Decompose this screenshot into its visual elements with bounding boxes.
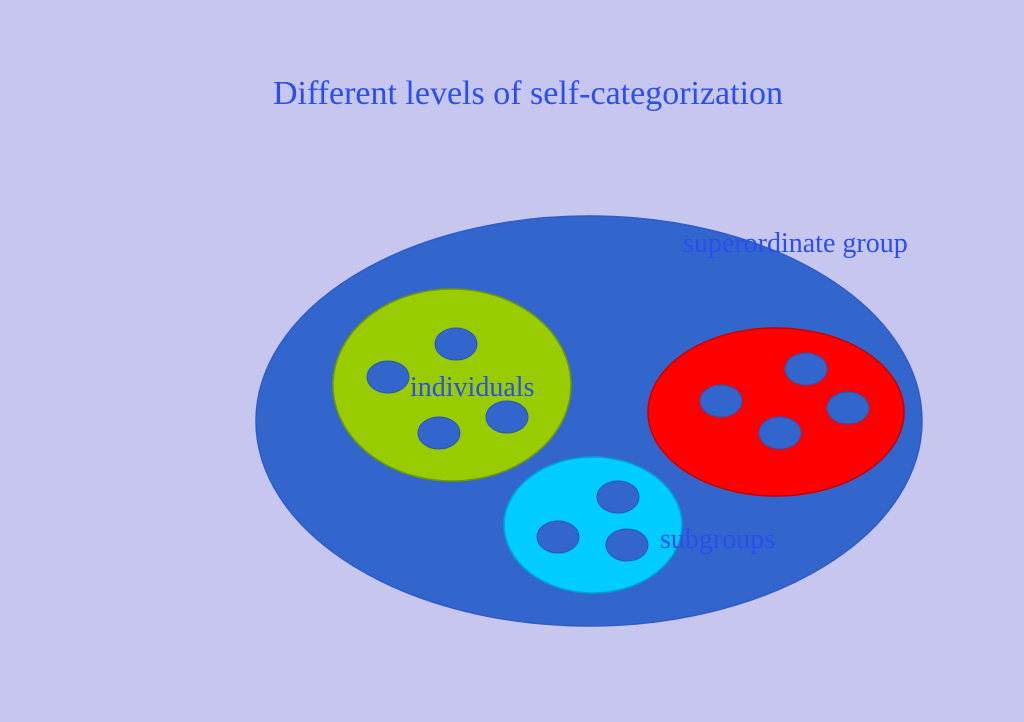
individual-circle [434, 327, 478, 361]
slide-title: Different levels of self-categorization [273, 75, 783, 112]
individual-circle [784, 352, 828, 386]
individual-circle [536, 520, 580, 554]
individual-circle [826, 391, 870, 425]
individual-circle [485, 400, 529, 434]
superordinate-group-label: superordinate group [683, 228, 908, 259]
individual-circle [605, 528, 649, 562]
subgroup-cyan [503, 456, 683, 594]
subgroup-cyan-ellipse [503, 456, 683, 594]
individual-circle [596, 480, 640, 514]
individual-circle [366, 360, 410, 394]
subgroup-red [647, 327, 905, 497]
subgroup-red-ellipse [647, 327, 905, 497]
individual-circle [758, 416, 802, 450]
subgroups-label: subgroups [660, 524, 775, 555]
individual-circle [699, 384, 743, 418]
individuals-label: individuals [410, 372, 534, 403]
subgroup-green [332, 288, 572, 482]
individual-circle [417, 416, 461, 450]
